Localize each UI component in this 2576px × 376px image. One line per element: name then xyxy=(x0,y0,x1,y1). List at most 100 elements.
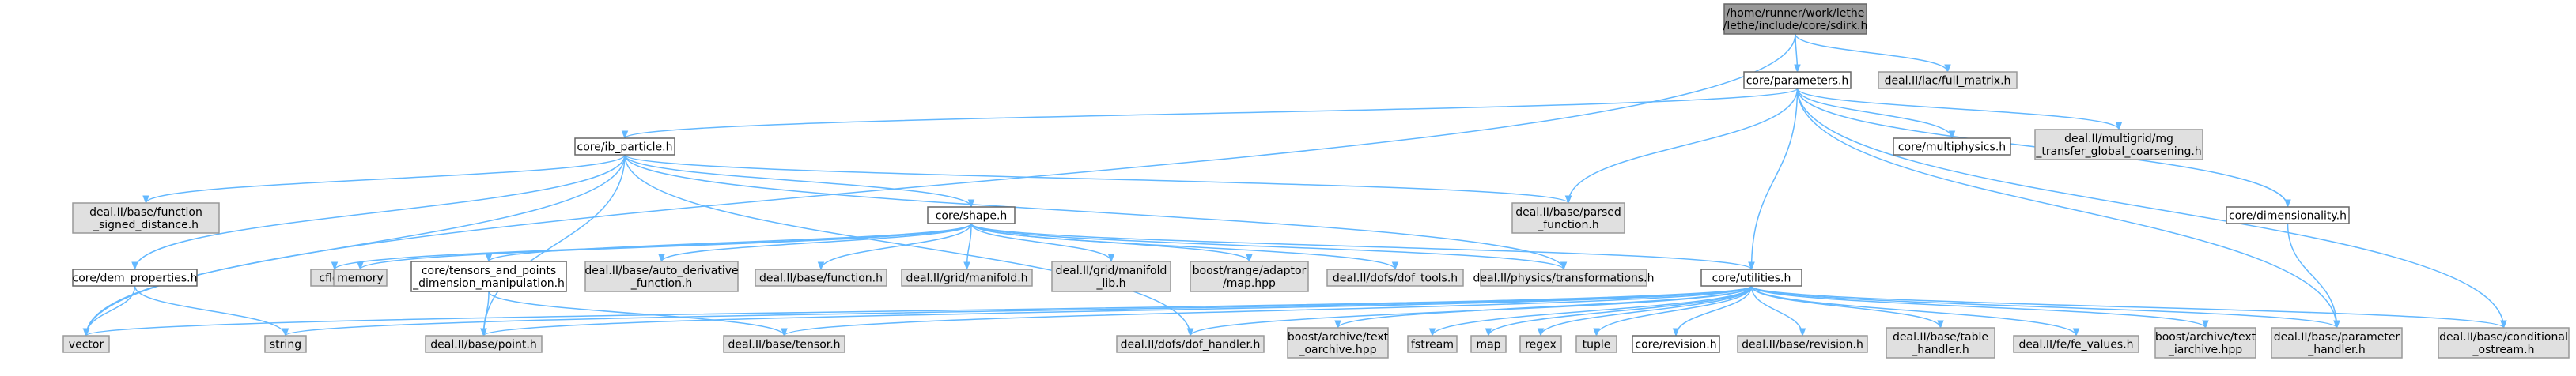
node-box xyxy=(2226,206,2350,224)
node-label: _function.h xyxy=(1537,219,1599,231)
node-dof-handler[interactable]: deal.II/dofs/dof_handler.h xyxy=(1116,335,1265,353)
node-param-handler[interactable]: deal.II/base/parameter_handler.h xyxy=(2271,327,2403,359)
node-ib-particle[interactable]: core/ib_particle.h xyxy=(574,137,675,156)
node-label: _handler.h xyxy=(2307,344,2366,356)
node-core-revision[interactable]: core/revision.h xyxy=(1632,335,1720,353)
edge-ib_particle-to-vector xyxy=(82,154,626,337)
node-label: core/dimensionality.h xyxy=(2229,210,2347,223)
node-label: _handler.h xyxy=(1911,344,1969,356)
node-table-handler[interactable]: deal.II/base/table_handler.h xyxy=(1886,327,1995,359)
node-tensor[interactable]: deal.II/base/tensor.h xyxy=(723,335,845,353)
node-multiphysics[interactable]: core/multiphysics.h xyxy=(1893,137,2011,156)
edge-sdirk-to-full_matrix xyxy=(1795,33,1951,73)
node-physics-transf[interactable]: deal.II/physics/transformations.h xyxy=(1473,269,1655,287)
edge-shape-to-grid_manifold xyxy=(963,223,972,271)
node-label: core/utilities.h xyxy=(1712,273,1791,285)
node-mg-transfer[interactable]: deal.II/multigrid/mg_transfer_global_coa… xyxy=(2034,129,2203,160)
edge-arrowhead xyxy=(1944,64,1951,73)
node-label: _transfer_global_coarsening.h xyxy=(2035,145,2201,158)
node-utilities[interactable]: core/utilities.h xyxy=(1700,269,1802,287)
node-label: boost/range/adaptor xyxy=(1193,265,1307,277)
edge-utilities-to-point xyxy=(480,285,1753,337)
node-label: deal.II/physics/transformations.h xyxy=(1473,273,1655,285)
edge-arrowhead xyxy=(480,328,487,337)
node-label: boost/archive/text xyxy=(2155,331,2256,344)
node-box xyxy=(1190,261,1309,292)
edge-parameters-to-cond_ostream xyxy=(1796,88,2507,329)
edge-shape-to-base_function xyxy=(817,223,972,271)
node-map[interactable]: map xyxy=(1470,335,1507,353)
node-regex[interactable]: regex xyxy=(1519,335,1562,353)
node-dem-properties[interactable]: core/dem_properties.h xyxy=(72,269,198,287)
edge-shape-to-physics_transf xyxy=(970,223,1568,271)
edge-arrowhead xyxy=(781,328,788,337)
node-label: deal.II/fe/fe_values.h xyxy=(2018,339,2133,352)
node-tuple[interactable]: tuple xyxy=(1575,335,1617,353)
edge-shape-to-auto_deriv xyxy=(658,223,972,263)
edge-arrowhead xyxy=(1948,130,1956,140)
node-box xyxy=(1519,335,1562,353)
node-memory[interactable]: memory xyxy=(333,269,388,287)
edge-shape-to-dof_tools xyxy=(970,223,1399,271)
edge-parameters-to-utilities xyxy=(1748,88,1799,271)
edge-utilities-to-tuple xyxy=(1593,285,1753,337)
node-label: deal.II/lac/full_matrix.h xyxy=(1885,75,2011,88)
edge-arrowhead xyxy=(2284,199,2291,209)
edge-arrowhead xyxy=(1537,328,1545,337)
node-box xyxy=(1737,335,1868,353)
edge-arrowhead xyxy=(1748,261,1755,271)
edge-arrowhead xyxy=(331,261,339,271)
node-dimensionality[interactable]: core/dimensionality.h xyxy=(2226,206,2350,224)
node-label: string xyxy=(270,339,301,352)
node-tensors[interactable]: core/tensors_and_points_dimension_manipu… xyxy=(410,261,567,292)
node-label: core/dem_properties.h xyxy=(73,273,198,285)
edge-arrowhead xyxy=(1799,328,1806,337)
node-grid-manifold[interactable]: deal.II/grid/manifold.h xyxy=(901,269,1033,287)
node-full-matrix[interactable]: deal.II/lac/full_matrix.h xyxy=(1878,71,2018,89)
node-string[interactable]: string xyxy=(264,335,307,353)
node-box xyxy=(2271,327,2403,359)
edge-ib_particle-to-point xyxy=(480,154,626,337)
node-layer: /home/runner/work/lethe/lethe/include/co… xyxy=(62,3,2570,359)
node-base-function[interactable]: deal.II/base/function.h xyxy=(755,269,887,287)
node-grid-manifold-lib[interactable]: deal.II/grid/manifold_lib.h xyxy=(1051,261,1171,292)
edge-parameters-to-parsed_function xyxy=(1564,88,1799,205)
node-text-iarchive[interactable]: boost/archive/text_iarchive.hpp xyxy=(2154,327,2256,359)
edge-arrowhead xyxy=(2333,320,2340,329)
edge-utilities-to-vector xyxy=(82,285,1753,337)
edge-shape-to-utilities xyxy=(970,223,1755,271)
node-box xyxy=(584,261,739,292)
node-label: core/shape.h xyxy=(936,210,1008,223)
node-boost-map[interactable]: boost/range/adaptor/map.hpp xyxy=(1190,261,1309,292)
node-auto-deriv[interactable]: deal.II/base/auto_derivative_function.h xyxy=(584,261,739,292)
edge-arrowhead xyxy=(485,254,493,263)
node-parameters[interactable]: core/parameters.h xyxy=(1743,71,1852,89)
edge-arrowhead xyxy=(2072,328,2080,337)
node-label: _function.h xyxy=(630,277,693,290)
edge-arrowhead xyxy=(142,195,149,205)
edge-arrowhead xyxy=(282,328,289,337)
edge-dem_properties-to-vector xyxy=(82,285,136,337)
node-fe-values[interactable]: deal.II/fe/fe_values.h xyxy=(2013,335,2139,353)
node-box xyxy=(2438,327,2570,359)
node-dof-tools[interactable]: deal.II/dofs/dof_tools.h xyxy=(1326,269,1464,287)
edge-arrowhead xyxy=(82,328,90,337)
node-point[interactable]: deal.II/base/point.h xyxy=(425,335,543,353)
node-fstream[interactable]: fstream xyxy=(1407,335,1458,353)
node-shape[interactable]: core/shape.h xyxy=(927,206,1016,224)
node-text-oarchive[interactable]: boost/archive/text_oarchive.hpp xyxy=(1287,327,1389,359)
node-label: deal.II/base/table xyxy=(1893,331,1988,344)
node-label: _signed_distance.h xyxy=(93,219,199,231)
node-vector[interactable]: vector xyxy=(62,335,110,353)
node-box xyxy=(1407,335,1458,353)
node-box xyxy=(1287,327,1389,359)
node-func-signed[interactable]: deal.II/base/function_signed_distance.h xyxy=(72,202,220,234)
edge-utilities-to-text_oarchive xyxy=(1334,285,1753,329)
node-cond-ostream[interactable]: deal.II/base/conditional_ostream.h xyxy=(2438,327,2570,359)
node-label: tuple xyxy=(1583,339,1611,352)
node-base-revision[interactable]: deal.II/base/revision.h xyxy=(1737,335,1868,353)
edge-utilities-to-fstream xyxy=(1428,285,1753,337)
node-parsed-function[interactable]: deal.II/base/parsed_function.h xyxy=(1511,202,1625,234)
node-label: deal.II/multigrid/mg xyxy=(2064,133,2173,145)
